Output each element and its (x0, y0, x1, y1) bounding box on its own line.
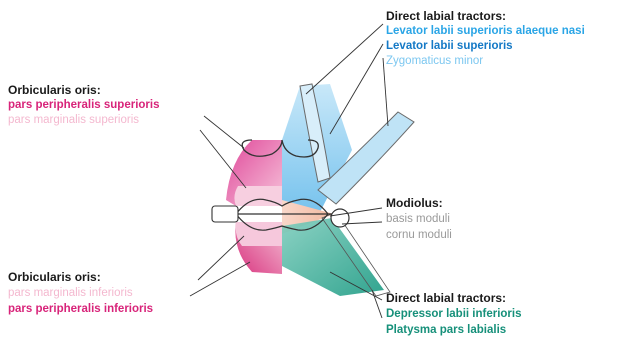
orbicularis-lower-margin (236, 222, 282, 246)
bottom-tractors-heading: Direct labial tractors: (386, 291, 506, 305)
label-levator-alaeque-nasi: Levator labii superioris alaeque nasi (386, 24, 585, 38)
label-pars-marginalis-superioris: pars marginalis superioris (8, 113, 139, 127)
orbicularis-upper-heading: Orbicularis oris: (8, 83, 101, 97)
label-pars-peripheralis-superioris: pars peripheralis superioris (8, 98, 159, 112)
orbicularis-lower-heading: Orbicularis oris: (8, 270, 101, 284)
label-depressor-labii-inferioris: Depressor labii inferioris (386, 307, 522, 321)
label-cornu-moduli: cornu moduli (386, 228, 452, 242)
label-levator-labii-superioris: Levator labii superioris (386, 39, 513, 53)
label-basis-moduli: basis moduli (386, 212, 450, 226)
top-tractors-heading: Direct labial tractors: (386, 9, 506, 23)
label-platysma-pars-labialis: Platysma pars labialis (386, 323, 506, 337)
modiolus-heading: Modiolus: (386, 196, 443, 210)
label-pars-marginalis-inferioris: pars marginalis inferioris (8, 286, 133, 300)
modiolus-knot (331, 209, 349, 227)
label-zygomaticus-minor: Zygomaticus minor (386, 54, 483, 68)
label-pars-peripheralis-inferioris: pars peripheralis inferioris (8, 302, 153, 316)
lip-tube-left (212, 206, 238, 222)
